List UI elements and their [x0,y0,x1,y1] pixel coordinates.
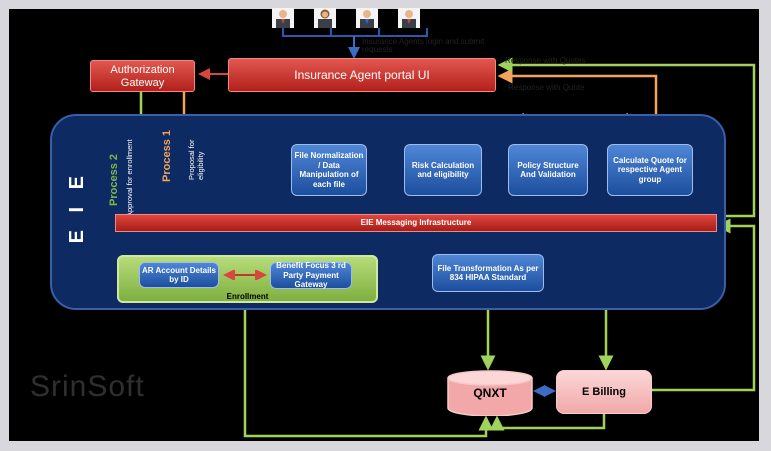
user-icon [398,8,420,28]
qnxt-database: QNXT [446,370,534,417]
process1-sublabel: Proposal for eligibility [187,139,205,180]
file-transformation-box: File Transformation As per 834 HIPAA Sta… [432,254,544,292]
portal-note-top: Insurance Agents login and submit reques… [362,37,485,54]
enrollment-to-qnxt-arrow [243,302,494,438]
insurance-agent-portal: Insurance Agent portal UI [228,58,496,92]
user-icon [356,8,378,28]
qnxt-label: QNXT [473,386,507,400]
user-icon [272,8,294,28]
portal-note-right-top: Response with Quotes [505,56,586,65]
messaging-to-portal-arrow [497,57,756,218]
eie-label: E I E [66,170,88,244]
users-bracket [282,28,428,37]
step-file-normalization: File Normalization / Data Manipulation o… [291,144,367,196]
step-policy-structure: Policy Structure And Validation [508,144,588,196]
ar-account-box: AR Account Details by ID [139,262,219,288]
srinsoft-watermark: SrinSoft [30,370,145,403]
portal-note-right-mid: Response with Quote [508,83,585,92]
database-icon [447,370,533,417]
step-calculate-quote: Calculate Quote for respective Agent gro… [607,144,693,196]
ar-benefit-link [223,270,267,280]
ebilling-to-messaging-arrow [652,218,756,392]
user-icon [314,8,336,28]
e-billing-box: E Billing [556,370,652,414]
process1-label: Process 1 [161,130,173,182]
ebilling-to-qnxt-bottom-arrow [489,414,606,431]
users-group [271,7,437,29]
authorization-gateway: Authorization Gateway [90,60,195,92]
enrollment-label: Enrollment [226,292,269,301]
eie-messaging-infrastructure: EIE Messaging Infrastructure [115,214,717,232]
process2-sublabel: Approval for enrollment [125,139,134,217]
benefit-focus-box: Benefit Focus 3 rd Party Payment Gateway [270,261,352,289]
step-risk-calculation: Risk Calculation and eligibility [404,144,482,196]
